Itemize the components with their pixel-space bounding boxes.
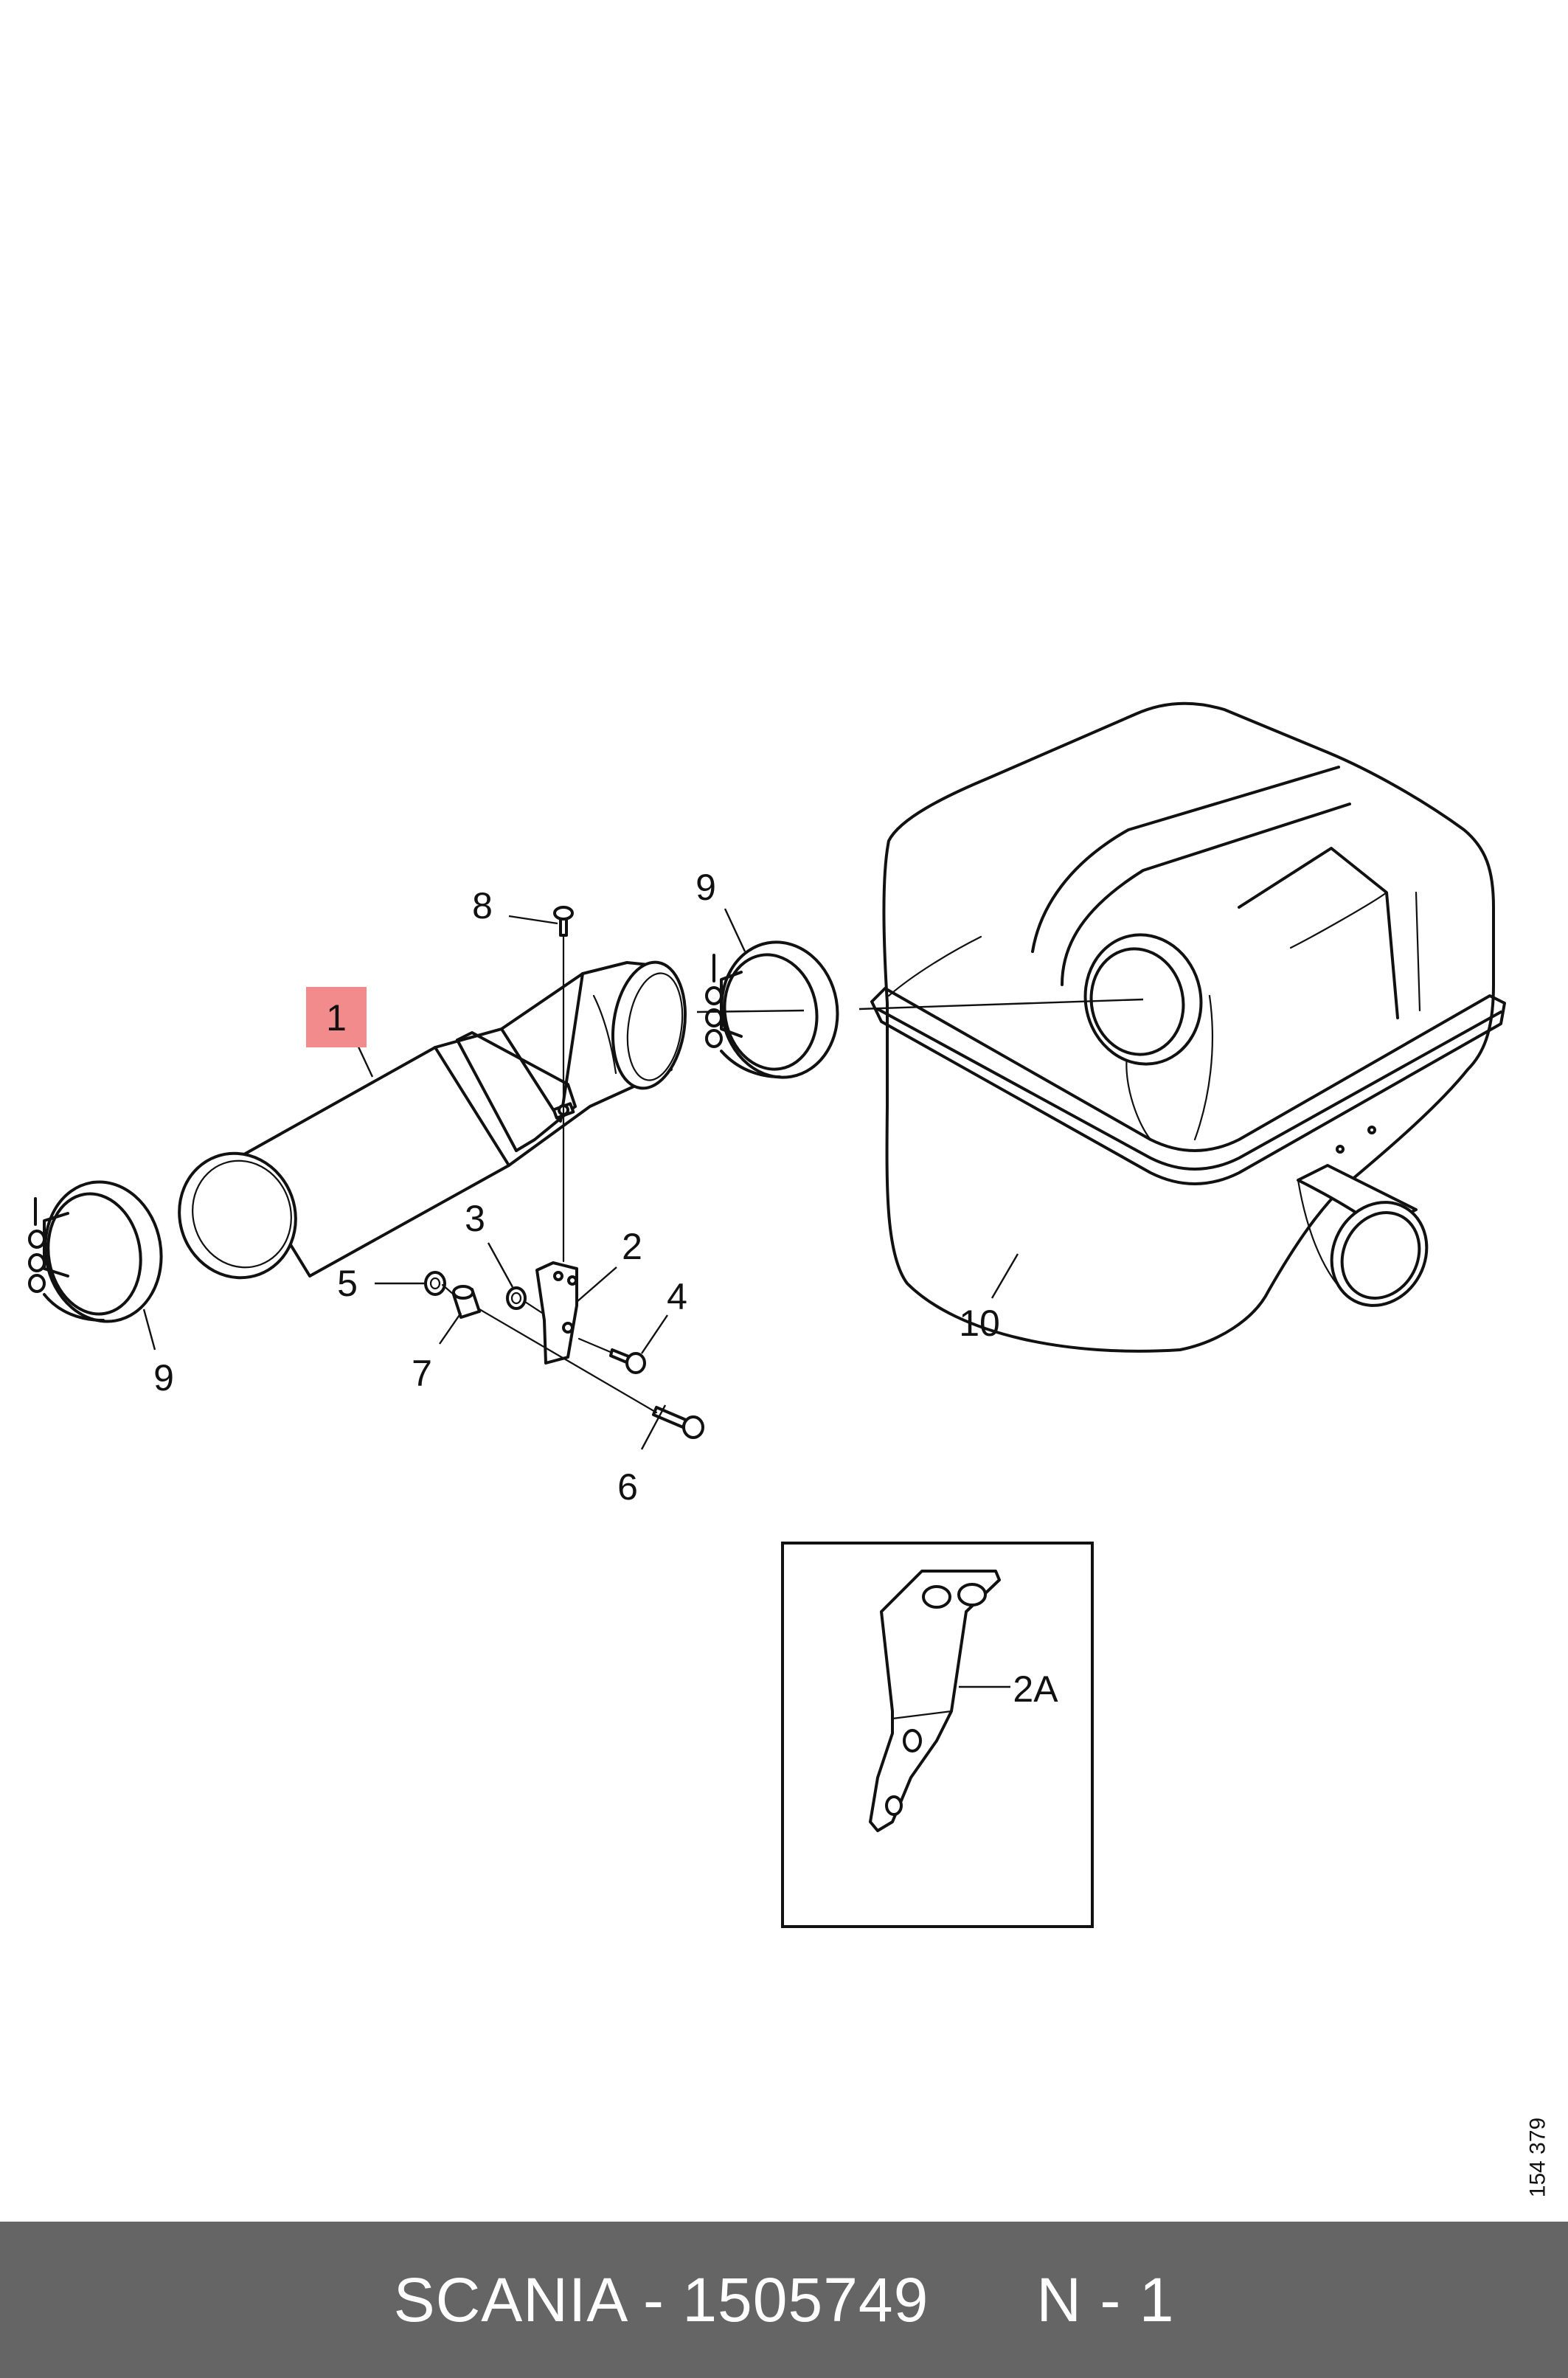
callout-8: 8 bbox=[472, 885, 493, 926]
muffler-drawing bbox=[870, 701, 1506, 1353]
footer-text: SCANIA - 1505749 N - 1 bbox=[394, 2264, 1175, 2336]
footer-separator: - bbox=[625, 2264, 683, 2334]
footer-bar: SCANIA - 1505749 N - 1 bbox=[0, 2222, 1568, 2378]
exploded-parts-diagram: 1 2 3 4 5 6 7 8 9 9 10 2A 154 379 bbox=[28, 701, 1550, 2197]
callout-7: 7 bbox=[412, 1353, 432, 1394]
bracket-2a-drawing bbox=[869, 1570, 1001, 1832]
footer-part-number: 1505749 bbox=[682, 2264, 929, 2334]
clamp-right-drawing bbox=[705, 940, 839, 1079]
callout-2a: 2A bbox=[1013, 1668, 1058, 1710]
callout-9-right: 9 bbox=[695, 867, 716, 908]
callout-10: 10 bbox=[959, 1303, 1000, 1344]
footer-gap bbox=[929, 2265, 1036, 2334]
callout-3: 3 bbox=[465, 1198, 485, 1239]
callout-4: 4 bbox=[667, 1276, 687, 1317]
footer-quantity: N - 1 bbox=[1036, 2264, 1175, 2334]
callout-6: 6 bbox=[617, 1466, 638, 1508]
clamp-left-drawing bbox=[28, 1180, 163, 1323]
callout-1: 1 bbox=[326, 997, 347, 1039]
callout-9-left: 9 bbox=[153, 1357, 174, 1398]
footer-brand: SCANIA bbox=[393, 2264, 625, 2334]
callout-5: 5 bbox=[337, 1263, 358, 1304]
detail-inset-box bbox=[781, 1542, 1094, 1928]
drawing-reference: 154 379 bbox=[1526, 2118, 1550, 2197]
exhaust-pipe-drawing bbox=[178, 960, 687, 1280]
callout-2: 2 bbox=[622, 1226, 642, 1267]
highlight-box-1 bbox=[306, 987, 367, 1047]
